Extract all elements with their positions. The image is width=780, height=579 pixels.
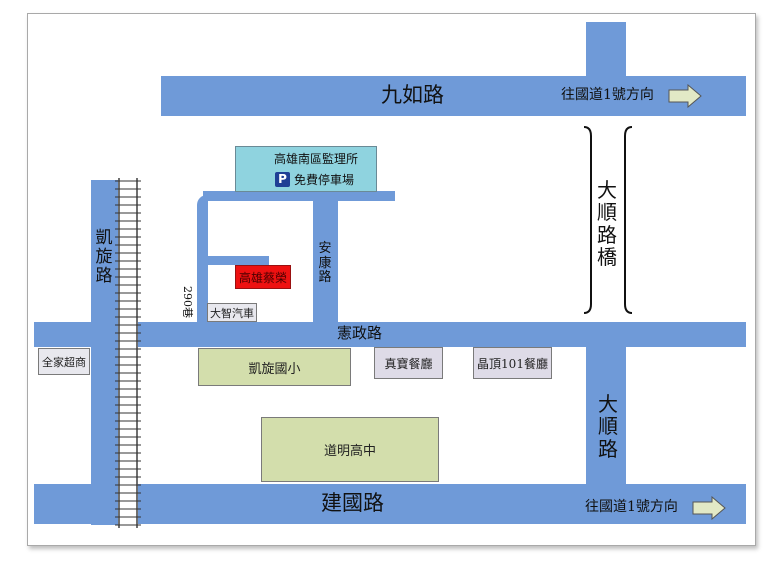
road-kaixuan bbox=[91, 180, 118, 525]
label-supervision-office: 高雄南區監理所 bbox=[274, 152, 359, 166]
label-dashun-road: 大順路 bbox=[598, 392, 618, 461]
road-xianzheng bbox=[34, 322, 746, 347]
road-dashun-south bbox=[586, 322, 626, 524]
label-daoming-high: 道明高中 bbox=[323, 444, 376, 459]
parking-icon: P bbox=[275, 172, 290, 187]
label-jianguo-direction: 往國道1號方向 bbox=[585, 499, 678, 515]
label-dazhi-motors: 大智汽車 bbox=[210, 306, 254, 320]
family-mart-box: 全家超商 bbox=[38, 348, 90, 375]
parking-symbol: P bbox=[278, 172, 287, 186]
label-family-mart: 全家超商 bbox=[42, 355, 86, 369]
road-jianguo bbox=[34, 484, 746, 524]
right-arrow-icon bbox=[692, 496, 726, 520]
kaixuan-school-box: 凱旋國小 bbox=[198, 348, 351, 386]
right-arrow-icon bbox=[668, 84, 702, 108]
dazhi-motors-box: 大智汽車 bbox=[207, 303, 257, 322]
road-jiuru bbox=[161, 76, 746, 116]
label-kaixuan-school: 凱旋國小 bbox=[248, 361, 301, 377]
label-destination: 高雄蔡榮 bbox=[238, 270, 287, 285]
bridge-brackets-icon bbox=[583, 126, 633, 314]
label-jiuru-direction: 往國道1號方向 bbox=[561, 87, 654, 103]
label-jingding-restaurant: 晶頂101餐廳 bbox=[477, 356, 548, 371]
label-ankang-road: 安康路 bbox=[318, 241, 332, 286]
label-jiuru-road: 九如路 bbox=[381, 83, 444, 107]
zhenbao-restaurant-box: 真寶餐廳 bbox=[374, 347, 443, 379]
jingding-restaurant-box: 晶頂101餐廳 bbox=[473, 347, 552, 379]
label-jianguo-road: 建國路 bbox=[321, 491, 384, 515]
road-lane290 bbox=[197, 195, 208, 333]
label-kaixuan-road: 凱旋路 bbox=[95, 228, 113, 287]
road-dashun-north bbox=[586, 22, 626, 116]
label-free-parking: 免費停車場 bbox=[294, 173, 355, 187]
road-top-connector bbox=[203, 191, 395, 201]
label-lane-290: 290巷 bbox=[181, 286, 194, 318]
road-ankang bbox=[313, 191, 338, 333]
destination-marker: 高雄蔡榮 bbox=[235, 265, 291, 289]
label-zhenbao-restaurant: 真寶餐廳 bbox=[384, 356, 433, 371]
label-dashun-bridge: 大順路橋 bbox=[597, 178, 617, 270]
label-xianzheng-road: 憲政路 bbox=[337, 324, 383, 342]
supervision-office-box: 高雄南區監理所 P 免費停車場 bbox=[235, 146, 377, 192]
daoming-high-box: 道明高中 bbox=[261, 417, 439, 482]
road-lane-stub bbox=[203, 256, 269, 265]
railway-tracks-icon bbox=[115, 178, 141, 528]
